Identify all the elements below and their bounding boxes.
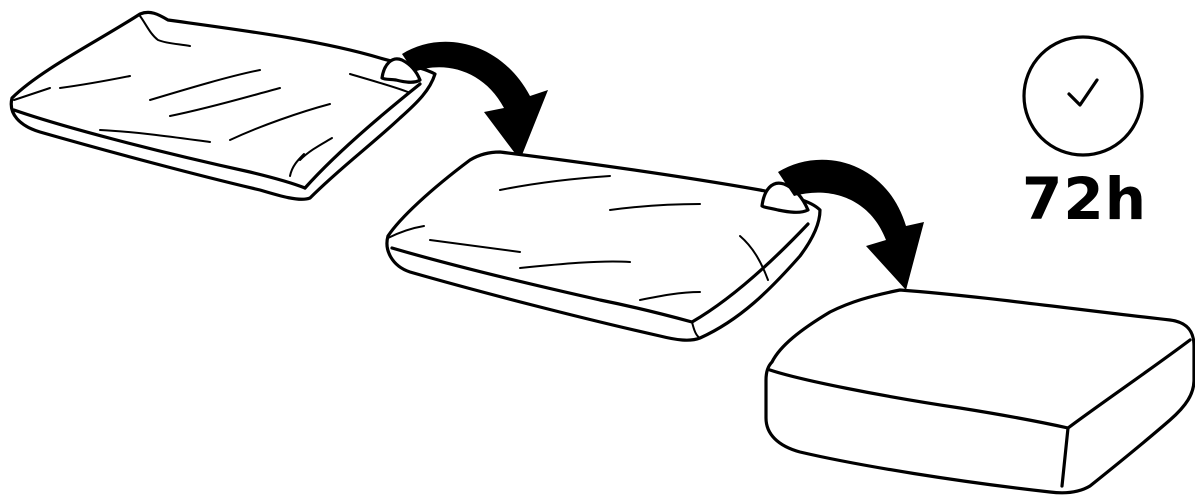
- arrow-icon-1: [402, 42, 548, 160]
- wait-time-label: 72h: [1022, 164, 1152, 234]
- clock-icon: [1024, 37, 1142, 155]
- compressed-cushion-icon: [11, 12, 435, 199]
- expanding-cushion-icon: [387, 152, 820, 340]
- expanded-cushion-icon: [766, 290, 1194, 493]
